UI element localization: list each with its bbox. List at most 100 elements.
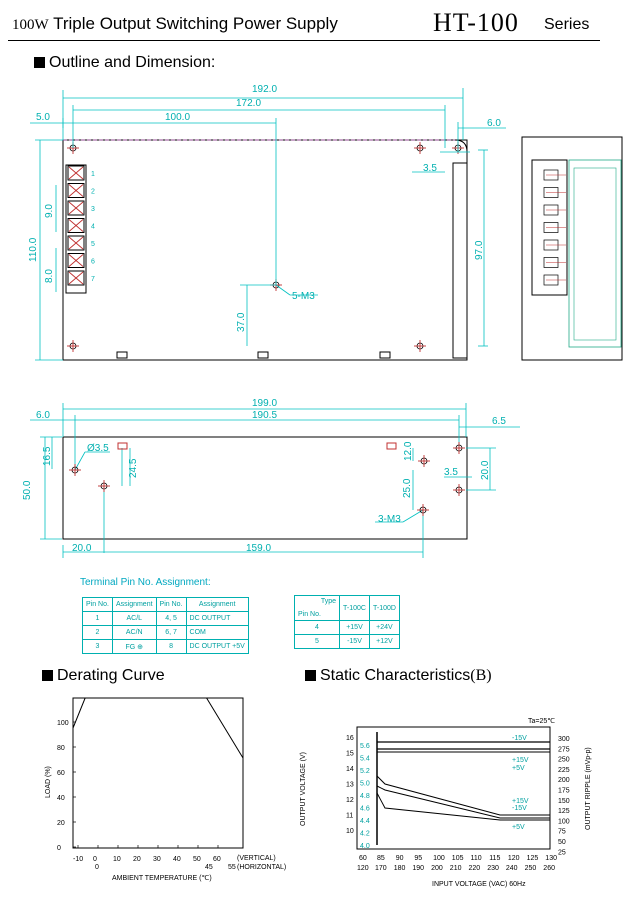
static-plot-area	[356, 726, 551, 850]
x-tick-label: 130	[545, 855, 557, 862]
mounting-hole-icon	[414, 340, 426, 352]
x-tick-label: 20	[133, 856, 141, 863]
mounting-hole-icon	[418, 455, 430, 467]
y-tick-left: 10	[346, 828, 354, 835]
terminal-screw-icon	[67, 253, 85, 268]
derating-xlabel: AMBIENT TEMPERATURE (℃)	[112, 875, 212, 882]
x-tick-label: 115	[489, 855, 500, 862]
svg-text:+5V: +5V	[512, 765, 525, 772]
x-tick-label-2: 210	[450, 865, 462, 872]
dim-8: 8.0	[44, 269, 55, 283]
end-view	[521, 136, 623, 361]
mounting-hole-icon	[67, 340, 79, 352]
y-tick-label: 0	[57, 845, 61, 852]
dim-side-3-5: 3.5	[444, 467, 458, 478]
dim-5: 5.0	[36, 112, 50, 123]
mounting-hole-icon	[414, 142, 426, 154]
y-tick-right: 100	[558, 818, 570, 825]
dim-6-5: 6.5	[492, 416, 506, 427]
derating-heading: Derating Curve	[42, 667, 165, 685]
x-tick-label: 60	[213, 856, 221, 863]
x-tick-label-2: 250	[525, 865, 537, 872]
dim-110: 110.0	[28, 237, 39, 262]
dim-3-5: 3.5	[423, 163, 437, 174]
dim-20: 20.0	[480, 460, 491, 480]
x-tick-label-2: 200	[431, 865, 443, 872]
svg-text:-15V: -15V	[512, 805, 527, 812]
static-ylabel-right: OUTPUT RIPPLE (mVp-p)	[585, 747, 592, 830]
square-bullet-icon	[42, 670, 53, 681]
x-tick-label: 85	[377, 855, 385, 862]
x-tick-label-2: 180	[394, 865, 406, 872]
outline-heading: Outline and Dimension:	[34, 54, 215, 72]
x-tick-label-2: 260	[543, 865, 555, 872]
side-view-outline	[62, 436, 468, 540]
square-bullet-icon	[34, 57, 45, 68]
terminal-screw-icon	[67, 235, 85, 251]
x-tick-label-2: 190	[412, 865, 424, 872]
wattage: 100W	[12, 17, 49, 33]
dim-192: 192.0	[252, 84, 277, 95]
svg-text:+5V: +5V	[512, 824, 525, 831]
y-tick-right: 200	[558, 777, 570, 784]
dim-97: 97.0	[474, 240, 485, 260]
y-tick-left: 13	[346, 782, 354, 789]
mounting-hole-icon	[453, 442, 465, 454]
terminal-screw-icon	[67, 165, 85, 181]
x-tick-label-h: 55	[228, 864, 236, 871]
y-tick-left: 14	[346, 766, 354, 773]
dim-199: 199.0	[252, 398, 277, 409]
svg-text:-15V: -15V	[512, 735, 527, 742]
pin-number: 7	[91, 276, 95, 283]
y-tick-left2: 5.0	[360, 781, 370, 788]
y-tick-left2: 4.4	[360, 818, 370, 825]
x-tick-label-h: 45	[205, 864, 213, 871]
x-tick-label: 0	[93, 856, 97, 863]
dim-16-5: 16.5	[42, 446, 53, 466]
svg-text:+15V: +15V	[512, 798, 529, 805]
y-tick-left2: 4.2	[360, 831, 370, 838]
y-tick-right: 150	[558, 798, 570, 805]
dim-24-5: 24.5	[128, 458, 139, 478]
terminal-screw-icon	[67, 270, 85, 286]
dim-screw: 5-M3	[292, 291, 315, 302]
ta-label: Ta=25℃	[528, 718, 555, 725]
x-tick-label: 100	[433, 855, 445, 862]
y-tick-left: 11	[346, 813, 353, 820]
x-tick-label-2: 220	[469, 865, 481, 872]
x-tick-label: 90	[396, 855, 404, 862]
dim-159: 159.0	[246, 543, 271, 554]
pin-number: 1	[91, 171, 95, 178]
static-xlabel: INPUT VOLTAGE (VAC) 60Hz	[432, 881, 526, 888]
y-tick-right: 175	[558, 788, 570, 795]
x-tick-label: 50	[193, 856, 201, 863]
y-tick-left2: 4.0	[360, 843, 370, 850]
x-tick-label: 120	[508, 855, 520, 862]
dim-12: 12.0	[403, 441, 414, 461]
x-tick-label: 10	[113, 856, 121, 863]
y-tick-left2: 5.4	[360, 756, 370, 763]
x-tick-label: 125	[527, 855, 539, 862]
y-tick-left2: 5.2	[360, 768, 370, 775]
y-tick-left2: 4.8	[360, 793, 370, 800]
derating-ylabel: LOAD (%)	[45, 766, 52, 798]
square-bullet-icon	[305, 670, 316, 681]
terminal-block	[65, 164, 87, 294]
dim-25: 25.0	[402, 478, 413, 498]
y-tick-left2: 5.6	[360, 743, 370, 750]
x-tick-label-2: 170	[375, 865, 387, 872]
dim-6: 6.0	[487, 118, 501, 129]
mounting-hole-icon	[453, 484, 465, 496]
x-tick-label: 95	[414, 855, 422, 862]
series-label: Series	[544, 16, 590, 33]
y-tick-right: 250	[558, 757, 570, 764]
horizontal-label: (HORIZONTAL)	[237, 864, 286, 871]
dim-hole: Ø3.5	[87, 443, 109, 454]
x-tick-label: 40	[173, 856, 181, 863]
pin-number: 2	[91, 189, 95, 196]
dim-side-screw: 3-M3	[378, 514, 401, 525]
mounting-hole-icon	[417, 504, 429, 516]
